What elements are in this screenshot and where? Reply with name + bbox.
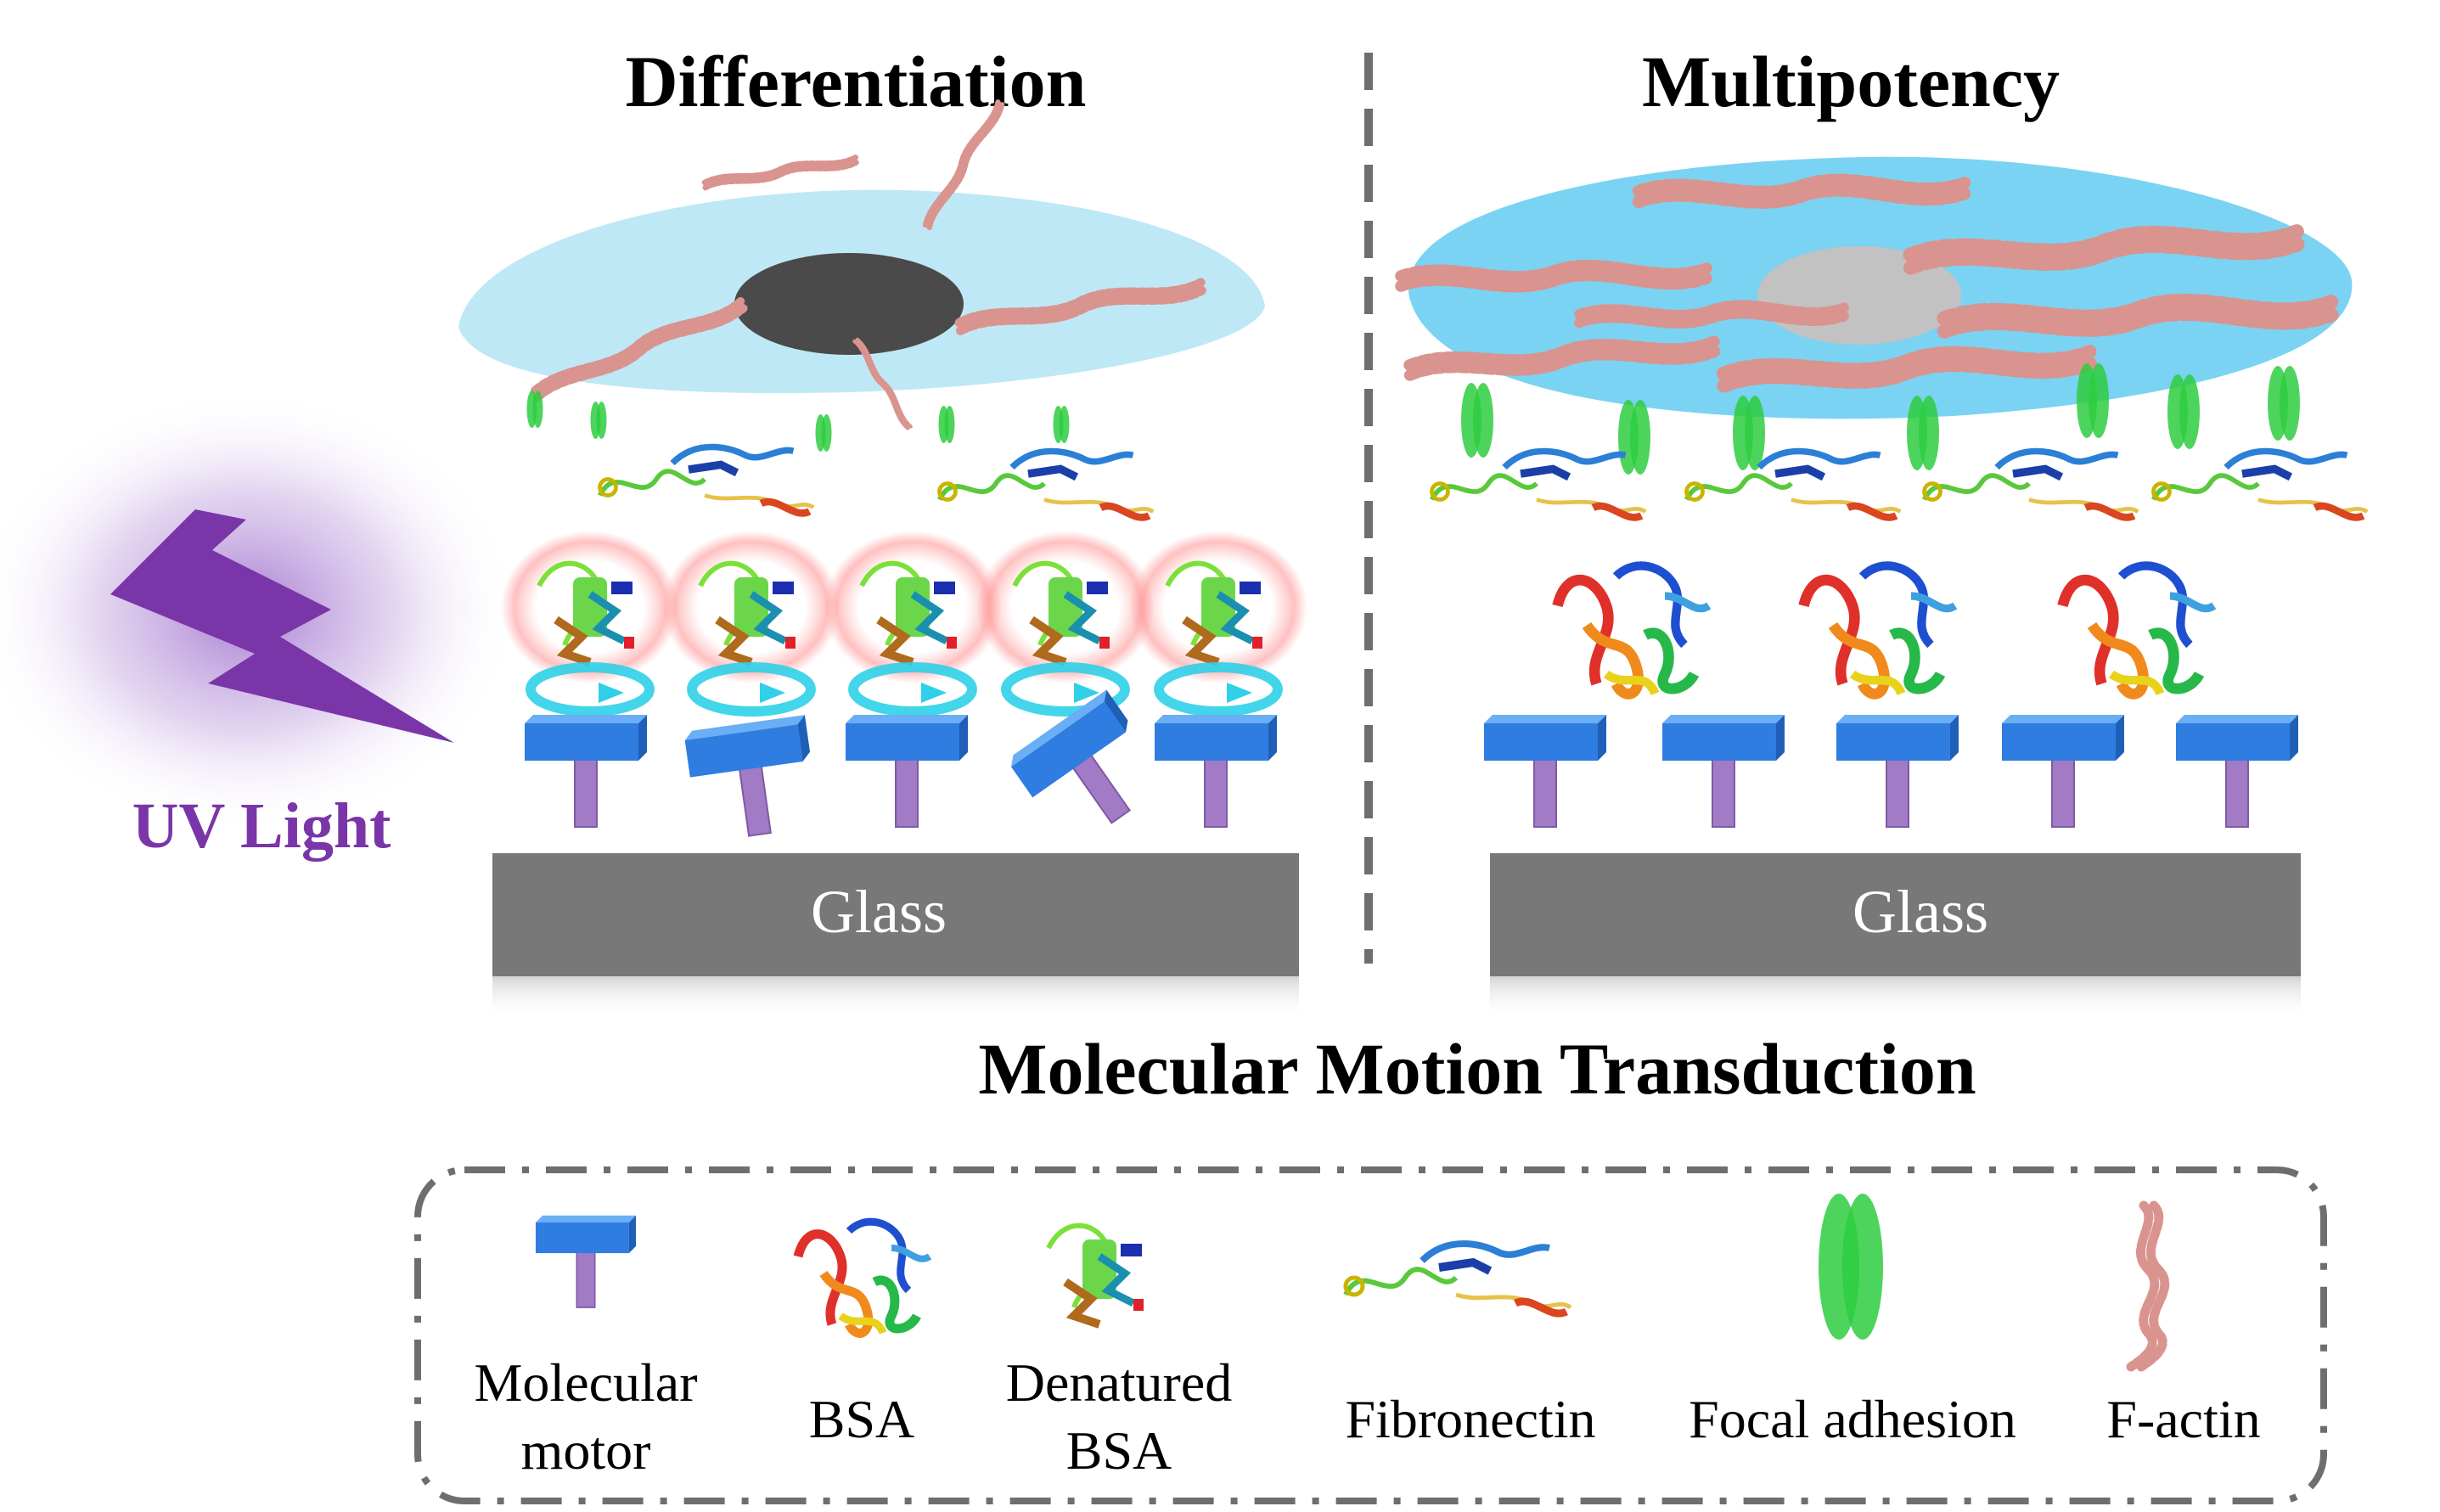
left-glass-reflection <box>492 976 1299 1019</box>
legend-border <box>414 1166 2327 1504</box>
uv-light: UV Light <box>0 391 518 862</box>
right-glass <box>1490 853 2301 976</box>
bsa-icon <box>798 1222 930 1333</box>
left-panel: Differentiation <box>458 41 1307 1019</box>
legend-item-f-actin: F-actin <box>2106 1200 2261 1449</box>
molecular-motion-caption: Molecular Motion Transduction <box>978 1028 1976 1110</box>
legend-label-denatured-bsa-1: Denatured <box>1006 1352 1233 1413</box>
lightning-bolt-icon <box>110 509 454 743</box>
legend-item-focal-adhesion: Focal adhesion <box>1689 1194 2016 1449</box>
molecular-motor-icon <box>535 1214 637 1308</box>
left-glass-label: Glass <box>811 878 947 946</box>
right-glass-label: Glass <box>1852 878 1988 946</box>
right-molecular-motors <box>1483 714 2299 828</box>
right-bsa-row <box>1558 565 2214 694</box>
legend-label-focal-adhesion: Focal adhesion <box>1689 1389 2016 1449</box>
legend-label-denatured-bsa-2: BSA <box>1066 1420 1172 1481</box>
focal-adhesion-icon <box>1819 1194 1883 1340</box>
legend: Molecular motor BSA Denatured BSA Fibron… <box>414 1166 2327 1504</box>
legend-item-denatured-bsa: Denatured BSA <box>1006 1226 1233 1481</box>
left-glass <box>492 853 1299 976</box>
legend-label-f-actin: F-actin <box>2106 1389 2260 1449</box>
uv-light-label: UV Light <box>132 790 391 862</box>
right-glass-reflection <box>1490 976 2301 1019</box>
right-panel-title: Multipotency <box>1642 41 2060 122</box>
left-denatured-bsa-row <box>501 531 1307 711</box>
right-panel: Multipotency <box>1401 41 2367 1019</box>
left-focal-adhesions <box>526 391 1070 452</box>
right-fibronectin <box>1432 452 2368 518</box>
legend-item-bsa: BSA <box>798 1222 930 1449</box>
legend-label-fibronectin: Fibronectin <box>1345 1389 1595 1449</box>
legend-item-molecular-motor: Molecular motor <box>475 1214 698 1481</box>
fibronectin-icon <box>1346 1244 1571 1313</box>
f-actin-icon <box>2126 1200 2170 1372</box>
legend-item-fibronectin: Fibronectin <box>1345 1244 1596 1449</box>
left-nucleus <box>734 253 964 355</box>
denatured-bsa-icon <box>1049 1226 1144 1324</box>
legend-label-molecular-motor-1: Molecular <box>475 1352 698 1413</box>
legend-label-molecular-motor-2: motor <box>521 1420 651 1481</box>
left-fibronectin <box>600 447 1154 518</box>
left-panel-title: Differentiation <box>626 41 1087 122</box>
legend-label-bsa: BSA <box>809 1389 915 1449</box>
